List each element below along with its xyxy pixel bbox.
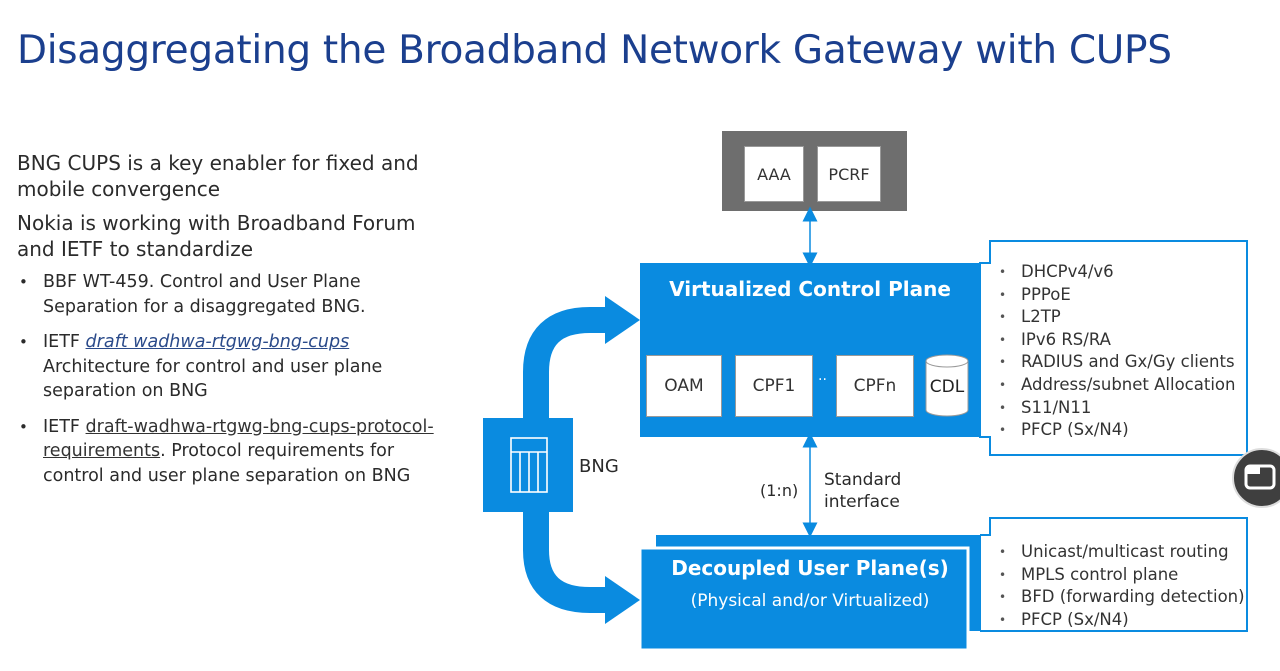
interface-label-2: interface (824, 492, 900, 512)
ietf-prefix: IETF (43, 416, 86, 437)
list-item: •IETF draft wadhwa-rtgwg-bng-cups Archit… (19, 332, 383, 402)
ietf-prefix: IETF (43, 332, 86, 352)
bng-chassis-icon (510, 437, 548, 493)
bbf-text: BBF WT-459. Control and User Plane Separ… (43, 272, 366, 317)
list-item: PPPoE (993, 284, 1235, 307)
floating-window-button[interactable] (1232, 448, 1280, 508)
list-item: PFCP (Sx/N4) (993, 419, 1235, 442)
list-item: RADIUS and Gx/Gy clients (993, 351, 1235, 374)
list-item: MPLS control plane (993, 564, 1245, 587)
draft-cups-desc: Architecture for control and user plane … (43, 356, 383, 402)
up-feature-list: Unicast/multicast routing MPLS control p… (993, 541, 1245, 631)
list-item: Address/subnet Allocation (993, 374, 1235, 397)
draft-protocol-desc: . Protocol requirements for control and … (43, 441, 411, 486)
list-item: Unicast/multicast routing (993, 541, 1245, 564)
text-panel: BNG CUPS is a key enabler for fixed and … (17, 150, 437, 499)
list-item: •IETF draft-wadhwa-rtgwg-bng-cups-protoc… (19, 416, 434, 486)
user-plane-box (638, 546, 970, 652)
cpf1-box: CPF1 (735, 355, 813, 417)
arrow-to-user-plane (523, 508, 610, 613)
bng-box (483, 418, 573, 512)
aaa-box: AAA (744, 146, 804, 202)
user-plane-subtitle: (Physical and/or Virtualized) (690, 591, 930, 611)
list-item: BFD (forwarding detection) (993, 586, 1245, 609)
standards-list: •BBF WT-459. Control and User Plane Sepa… (17, 270, 437, 488)
slide-title: Disaggregating the Broadband Network Gat… (17, 28, 1172, 73)
cpf-ellipsis: .. (818, 368, 827, 384)
cp-feature-list: DHCPv4/v6 PPPoE L2TP IPv6 RS/RA RADIUS a… (993, 261, 1235, 442)
list-item: PFCP (Sx/N4) (993, 609, 1245, 632)
window-switch-icon (1244, 464, 1276, 490)
arrow-to-control-plane-head (605, 296, 640, 344)
list-item: S11/N11 (993, 397, 1235, 420)
arrow-to-user-plane-head (605, 576, 640, 624)
interface-label-1: Standard (824, 470, 902, 490)
draft-protocol-link[interactable]: draft-wadhwa-rtgwg-bng-cups-protocol-req… (43, 416, 434, 462)
cdl-cylinder (925, 354, 969, 417)
user-plane-title: Decoupled User Plane(s) (671, 556, 949, 580)
draft-cups-link[interactable]: draft wadhwa-rtgwg-bng-cups (85, 332, 350, 352)
oam-box: OAM (646, 355, 722, 417)
cdl-label: CDL (929, 377, 965, 397)
arrow-to-control-plane (523, 307, 610, 418)
list-item: L2TP (993, 306, 1235, 329)
list-item: IPv6 RS/RA (993, 329, 1235, 352)
ratio-label: (1:n) (760, 481, 799, 500)
list-item: DHCPv4/v6 (993, 261, 1235, 284)
lead-text-1: BNG CUPS is a key enabler for fixed and … (17, 151, 419, 201)
lead-text-2: Nokia is working with Broadband Forum an… (17, 211, 416, 261)
list-item: •BBF WT-459. Control and User Plane Sepa… (19, 272, 366, 317)
bng-label: BNG (579, 456, 619, 477)
control-plane-title: Virtualized Control Plane (669, 277, 951, 301)
cpfn-box: CPFn (836, 355, 914, 417)
pcrf-box: PCRF (817, 146, 881, 202)
